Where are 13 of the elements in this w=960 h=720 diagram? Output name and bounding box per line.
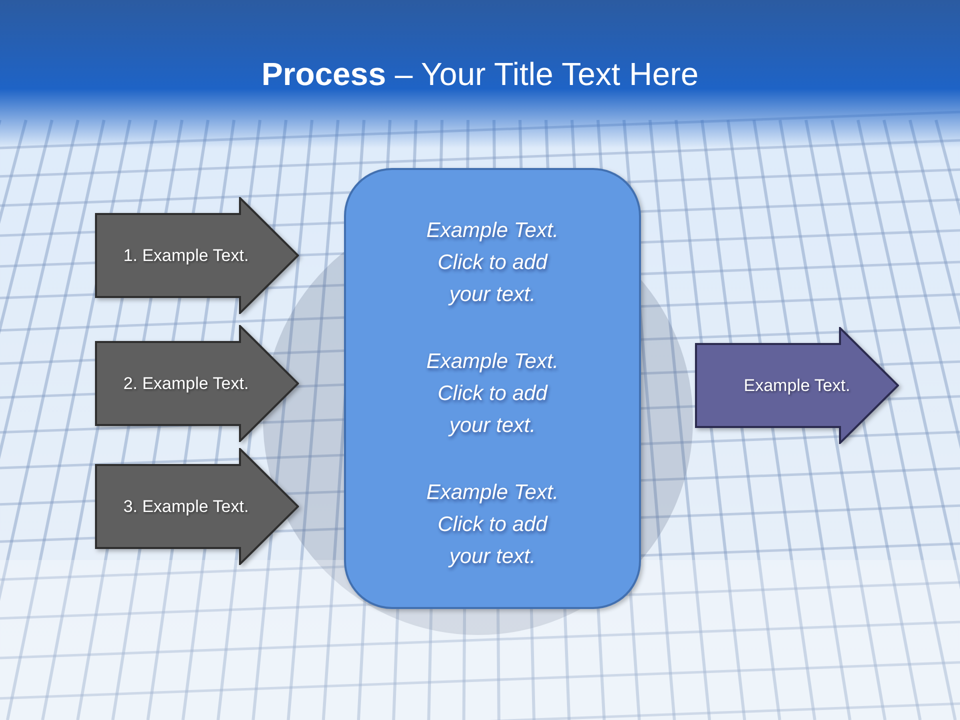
box-text: Example Text. Click to add your text. — [425, 349, 560, 439]
result-arrow-shape — [695, 327, 899, 444]
arrow-label: Example Text. — [744, 374, 850, 396]
rounded-box — [344, 168, 641, 609]
slide-title: Process – Your Title Text Here — [261, 55, 698, 94]
arrow-label: 1. Example Text. — [123, 244, 249, 266]
step-arrow-shape — [95, 448, 299, 565]
arrow-label: 3. Example Text. — [123, 496, 249, 518]
arrow-label: 2. Example Text. — [123, 372, 249, 394]
step-arrow-shape — [95, 325, 299, 442]
box-text: Example Text. Click to add your text. — [425, 218, 560, 308]
box-text: Example Text. Click to add your text. — [425, 480, 560, 570]
step-arrow-shape — [95, 197, 299, 314]
